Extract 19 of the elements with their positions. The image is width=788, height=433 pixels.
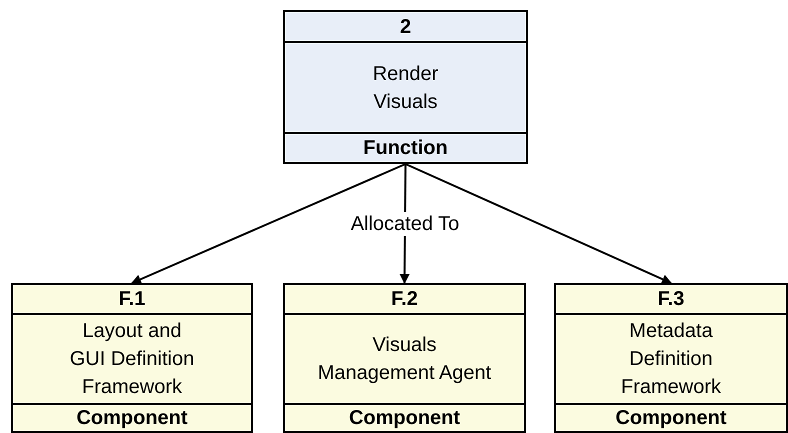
arrow <box>405 163 672 284</box>
box-title: Visuals Management Agent <box>316 333 492 386</box>
box-number: F.2 <box>391 288 418 310</box>
edge-label: Allocated To <box>350 212 460 236</box>
class-box <box>554 283 788 433</box>
class-box <box>283 283 526 433</box>
box-title: Render Visuals <box>372 62 440 114</box>
stereotype-label: Function <box>363 137 448 159</box>
stereotype-label: Component <box>76 407 188 429</box>
box-number: F.3 <box>658 288 684 310</box>
box-number: 2 <box>400 16 412 38</box>
class-box <box>283 10 528 164</box>
box-number: F.1 <box>118 288 146 310</box>
box-title: Layout and GUI Definition Framework <box>68 319 196 400</box>
class-box <box>11 283 253 433</box>
stereotype-label: Component <box>615 407 727 429</box>
arrow <box>131 163 406 284</box>
stereotype-label: Component <box>348 407 460 429</box>
box-title: Metadata Definition Framework <box>620 319 722 400</box>
